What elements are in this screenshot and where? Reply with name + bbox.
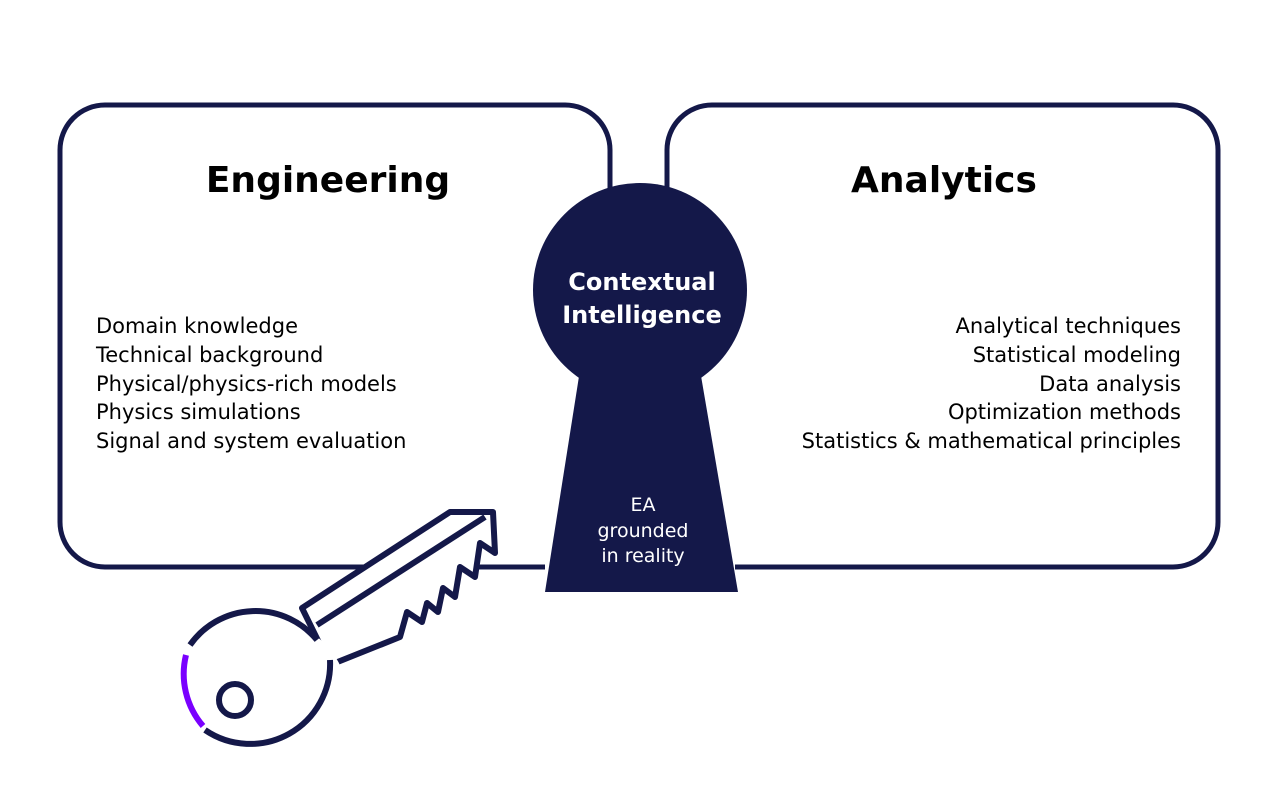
analytics-title: Analytics [851,160,1037,201]
analytics-box [664,102,1221,570]
engineering-list: Domain knowledge Technical background Ph… [95,314,406,453]
keyhole-subtitle-line-2: grounded [598,520,689,542]
keyhole-subtitle-line-3: in reality [601,545,684,567]
key-icon [180,509,498,780]
list-item: Physics simulations [96,400,301,424]
list-item: Statistics & mathematical principles [802,429,1181,453]
list-item: Statistical modeling [973,343,1181,367]
list-item: Data analysis [1039,372,1181,396]
keyhole-subtitle-line-1: EA [630,494,655,516]
list-item: Physical/physics-rich models [96,372,397,396]
keyhole-icon [533,183,747,592]
keyhole-title-line-1: Contextual [568,268,715,296]
engineering-title: Engineering [206,160,450,201]
analytics-list: Analytical techniques Statistical modeli… [802,314,1181,453]
list-item: Signal and system evaluation [96,429,406,453]
list-item: Technical background [95,343,323,367]
list-item: Optimization methods [948,400,1181,424]
list-item: Analytical techniques [956,314,1181,338]
keyhole-title-line-2: Intelligence [562,301,722,329]
engineering-box [57,102,613,570]
list-item: Domain knowledge [96,314,298,338]
